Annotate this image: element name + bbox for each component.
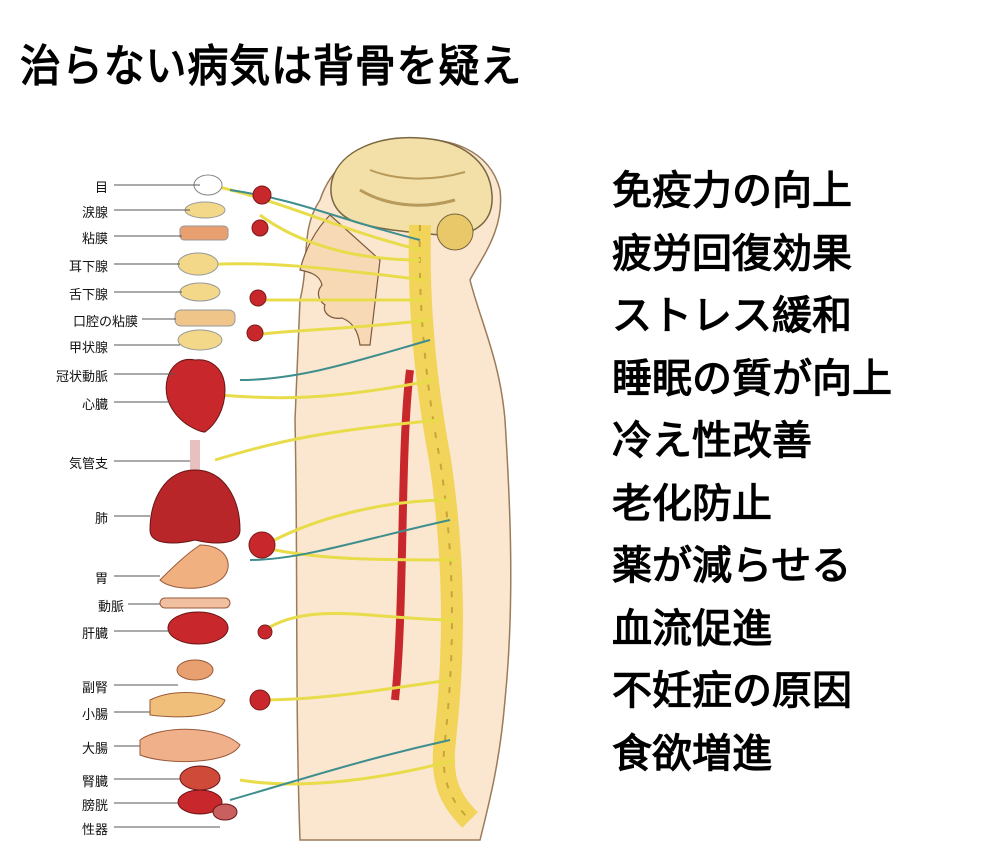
label-genitals: 性器 — [81, 823, 108, 838]
genitals — [212, 803, 238, 821]
kidney — [179, 765, 221, 791]
benefit-item: 血流促進 — [612, 605, 772, 652]
benefit-item: 冷え性改善 — [612, 418, 812, 464]
thyroid — [177, 329, 223, 351]
nerves — [199, 183, 456, 786]
label-lacrimal-gland: 涙腺 — [81, 206, 108, 221]
label-large-intestine: 大腸 — [81, 742, 108, 757]
liver — [167, 611, 229, 645]
benefit-item: 睡眠の質が向上 — [612, 355, 892, 402]
aorta — [391, 369, 414, 701]
label-coronary-artery: 冠状動脈 — [55, 370, 108, 385]
lungs — [149, 469, 241, 544]
heart — [165, 359, 226, 433]
label-thyroid: 甲状腺 — [68, 341, 108, 356]
benefit-item: 疲労回復効果 — [612, 230, 852, 277]
sublingual-gland — [179, 282, 221, 302]
benefit-item: 食欲増進 — [612, 730, 772, 777]
bladder — [177, 789, 223, 815]
parotid-gland — [177, 252, 219, 276]
leader-lines — [114, 184, 220, 828]
label-bladder: 膀胱 — [81, 799, 108, 814]
cerebellum — [436, 213, 474, 251]
label-lung: 肺 — [94, 512, 108, 527]
oral-mucosa — [174, 309, 236, 327]
page-title: 治らない病気は背骨を疑え — [20, 41, 523, 92]
small-intestine — [149, 692, 226, 718]
label-stomach: 胃 — [94, 572, 108, 587]
label-heart: 心臓 — [81, 398, 108, 413]
label-artery: 動脈 — [97, 600, 124, 615]
benefit-item: 免疫力の向上 — [612, 168, 852, 214]
mucosa — [179, 225, 229, 241]
adrenal — [176, 659, 214, 681]
ganglia — [246, 185, 276, 711]
lacrimal-gland — [184, 201, 226, 219]
label-small-intestine: 小腸 — [81, 708, 108, 723]
stomach — [159, 544, 229, 589]
label-mucosa: 粘膜 — [81, 232, 108, 247]
label-parotid-gland: 耳下腺 — [68, 260, 108, 275]
benefit-item: ストレス緩和 — [612, 293, 852, 339]
benefit-item: 老化防止 — [612, 480, 772, 527]
label-eye: 目 — [94, 181, 108, 196]
label-liver: 肝臓 — [81, 627, 108, 642]
large-intestine — [139, 728, 241, 762]
benefit-item: 不妊症の原因 — [612, 668, 852, 714]
face-profile — [299, 214, 381, 346]
label-sublingual-gland: 舌下腺 — [68, 288, 108, 303]
artery — [159, 597, 231, 609]
label-oral-mucosa: 口腔の粘膜 — [72, 315, 138, 330]
label-adrenal: 副腎 — [81, 681, 108, 696]
benefit-item: 薬が減らせる — [612, 543, 852, 589]
benefits-list: 免疫力の向上 疲労回復効果 ストレス緩和 睡眠の質が向上 冷え性改善 老化防止 … — [612, 160, 892, 785]
label-bronchus: 気管支 — [68, 457, 108, 472]
label-kidney: 腎臓 — [81, 775, 108, 790]
